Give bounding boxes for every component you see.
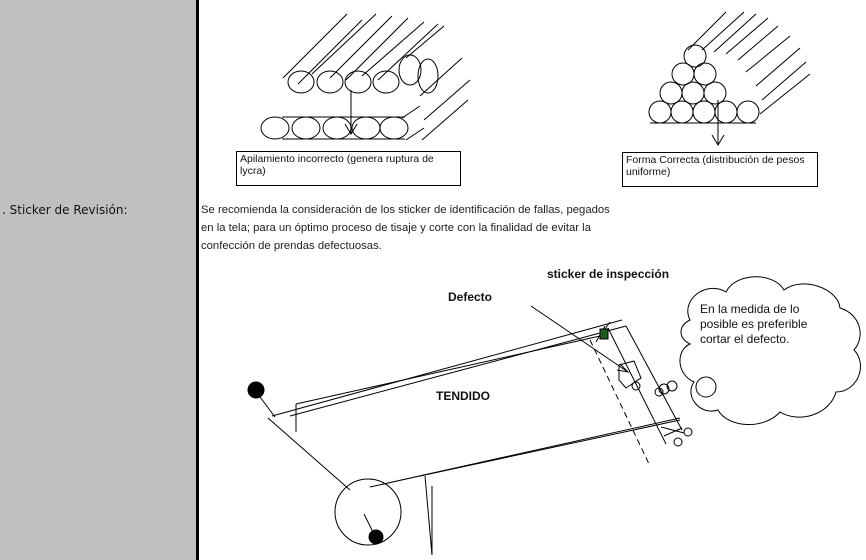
cloud-note: En la medida de lo posible es preferible… — [700, 302, 808, 346]
spreading-table-illustration — [247, 276, 861, 556]
correct-stacking-caption: Forma Correcta (distribución de pesos un… — [622, 152, 818, 187]
correct-stacking-illustration — [648, 11, 811, 146]
sticker-label: sticker de inspección — [547, 267, 670, 281]
column-divider — [196, 0, 199, 560]
paragraph-line: Se recomienda la consideración de los st… — [201, 204, 610, 216]
recommendation-paragraph: Se recomienda la consideración de los st… — [201, 201, 761, 255]
spread-label: TENDIDO — [436, 389, 490, 403]
label-column — [0, 0, 196, 560]
paragraph-line: confección de prendas defectuosas. — [201, 240, 382, 252]
incorrect-stacking-caption: Apilamiento incorrecto (genera ruptura d… — [236, 151, 461, 186]
inspection-sticker-icon — [599, 328, 609, 340]
defect-label: Defecto — [448, 290, 493, 304]
incorrect-stacking-illustration — [260, 13, 471, 141]
paragraph-line: en la tela; para un óptimo proceso de ti… — [201, 222, 591, 234]
section-label: . Sticker de Revisión: — [2, 203, 128, 217]
